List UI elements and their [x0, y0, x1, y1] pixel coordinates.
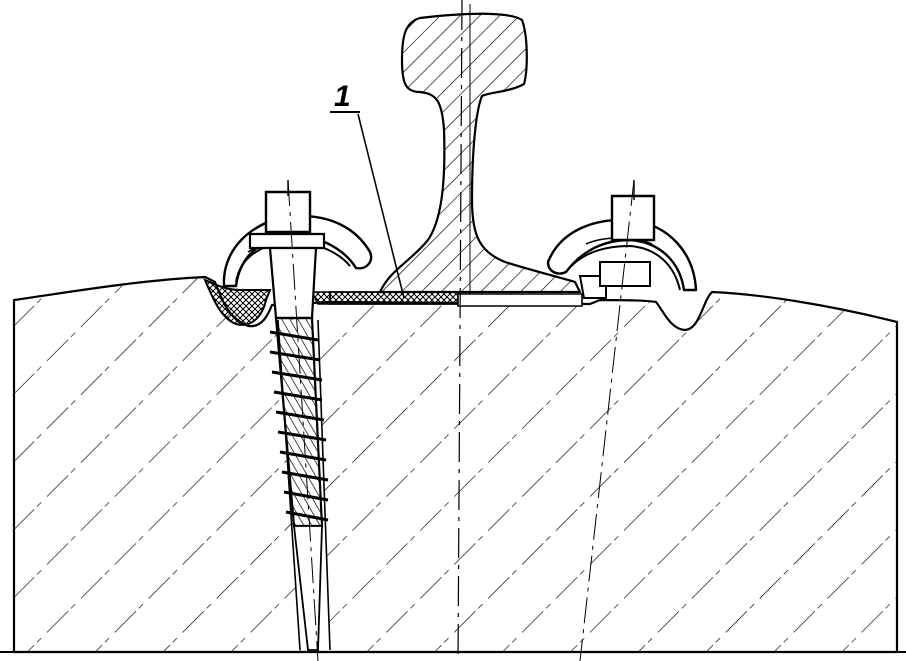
- center-axis-line: [457, 0, 463, 661]
- left-insulator: [203, 278, 331, 326]
- right-elastic-clip: [546, 218, 698, 299]
- rail-profile: [378, 4, 582, 300]
- sleeper: [12, 275, 899, 654]
- callout-1: 1: [330, 80, 405, 299]
- callout-1-label: 1: [334, 80, 351, 113]
- screw-spike: [248, 179, 329, 661]
- rail-pad: [329, 291, 583, 307]
- right-bolt: [579, 179, 656, 661]
- callout-1-leader-line: [357, 113, 405, 299]
